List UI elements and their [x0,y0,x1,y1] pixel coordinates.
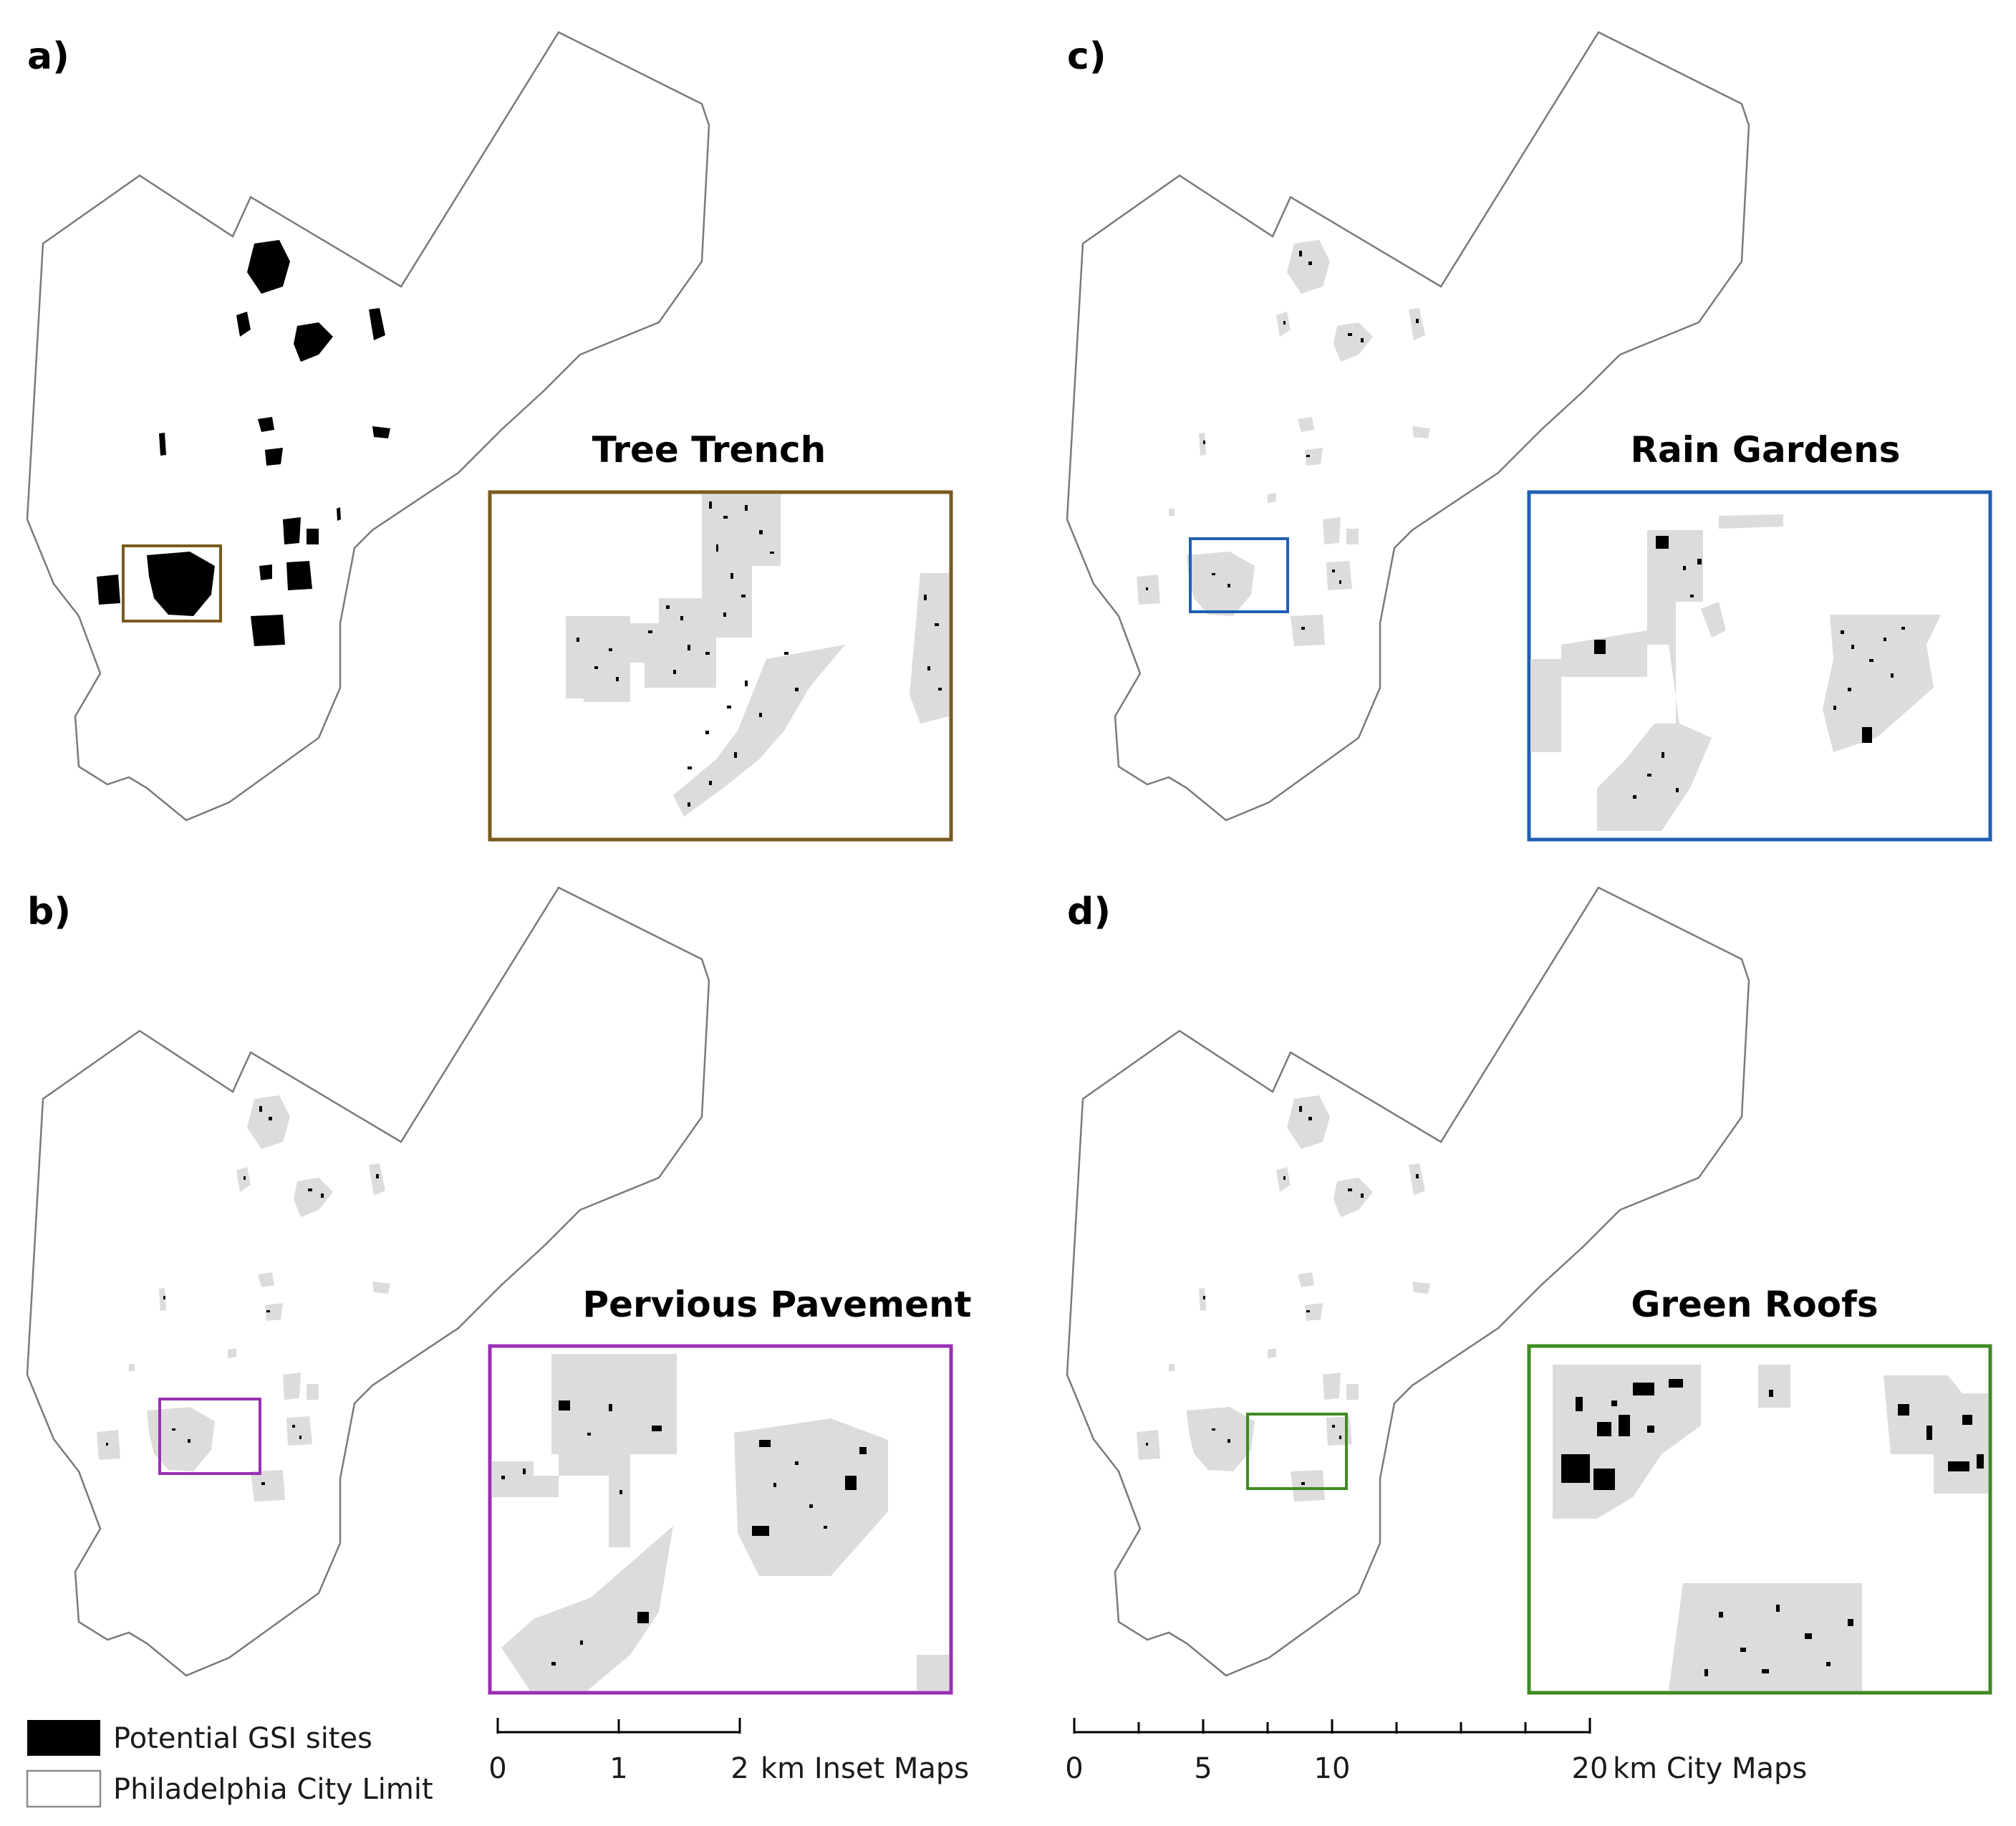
scale-bar-city: 0 5 10 20 km City Maps [1065,1718,1807,1785]
inset-content-a [566,494,949,817]
inset-title-c: Rain Gardens [1631,429,1901,471]
inset-content-b [492,1354,949,1691]
scale-inset-unit-label: km Inset Maps [761,1752,969,1785]
scale-bar-inset: 0 1 2 km Inset Maps [488,1718,969,1785]
panel-a: a) Tree Trench [26,31,953,842]
scale-inset-tick-2: 2 [730,1752,748,1785]
scale-city-tick-10: 10 [1314,1752,1351,1785]
panel-d: d) Green Roofs [1066,886,1992,1695]
inset-content-c [1530,514,1941,831]
scale-city-unit-label: km City Maps [1613,1752,1807,1785]
scale-city-tick-5: 5 [1194,1752,1212,1785]
inset-locator-a [122,544,222,623]
panel-b: b) Pervious Pavement [26,886,972,1695]
inset-title-b: Pervious Pavement [582,1284,971,1325]
legend-label-city: Philadelphia City Limit [113,1773,433,1806]
inset-locator-c [1189,537,1289,613]
panel-label-c: c) [1067,35,1106,78]
panel-label-b: b) [27,890,71,933]
legend-swatch-sites [27,1720,100,1756]
inset-title-a: Tree Trench [592,429,826,471]
panel-label-d: d) [1067,890,1111,933]
inset-title-d: Green Roofs [1631,1284,1878,1325]
legend-label-sites: Potential GSI sites [113,1722,372,1755]
inset-locator-d [1246,1413,1348,1490]
legend: Potential GSI sites Philadelphia City Li… [26,1720,433,1808]
scale-inset-tick-1: 1 [609,1752,627,1785]
panel-c: c) Rain Gardens [1066,31,1992,842]
panel-label-a: a) [27,35,69,78]
scale-inset-tick-0: 0 [488,1752,506,1785]
inset-content-d [1553,1365,1988,1691]
scale-city-tick-20: 20 [1572,1752,1609,1785]
inset-locator-b [158,1398,261,1475]
legend-swatch-city [26,1769,102,1808]
scale-city-tick-0: 0 [1065,1752,1083,1785]
